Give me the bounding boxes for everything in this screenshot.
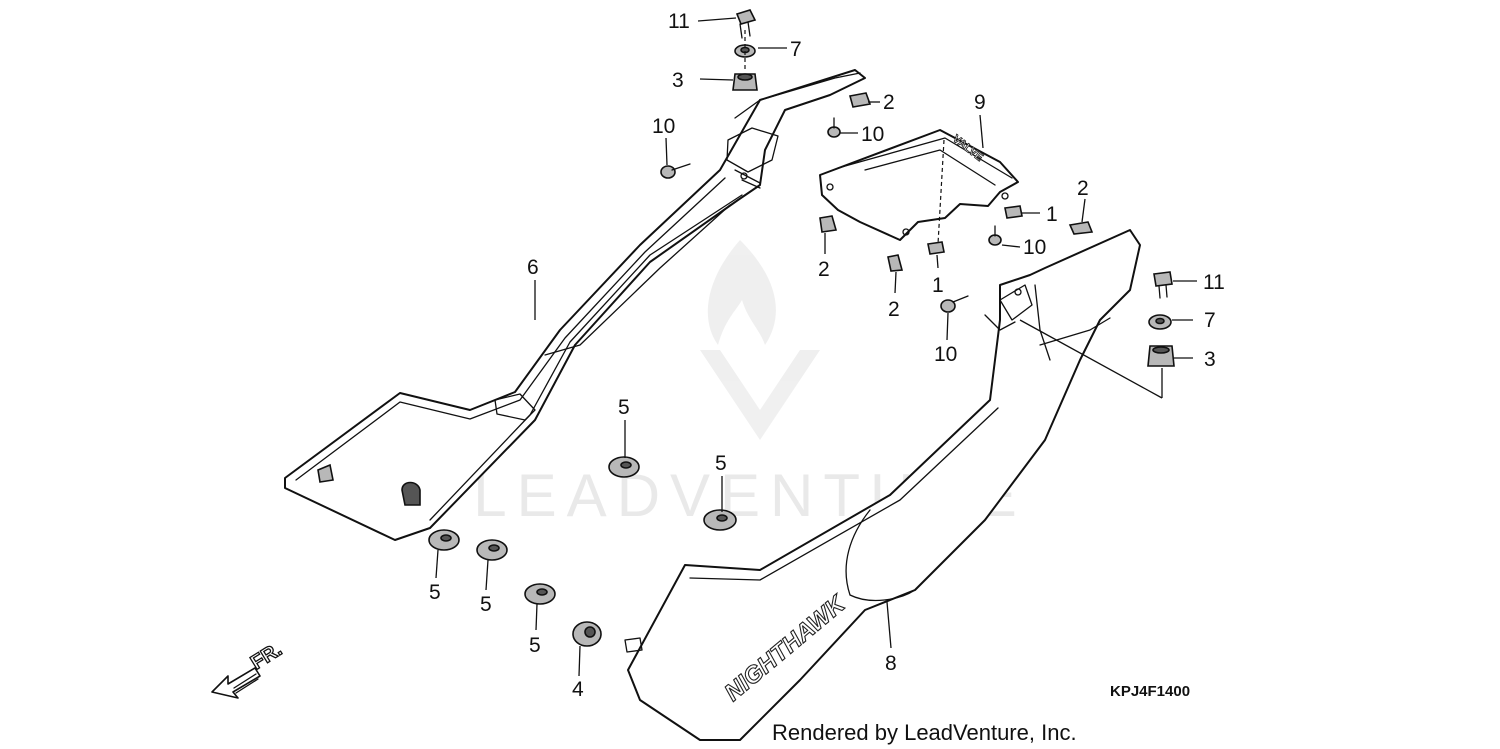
part-5-grommet-c — [428, 529, 460, 551]
callout-7-right: 7 — [1204, 309, 1216, 332]
part-10-screw-c — [988, 225, 1002, 246]
leader-lines — [435, 17, 1197, 677]
callout-3-top: 3 — [672, 69, 684, 92]
alignment-line-a — [937, 139, 945, 245]
callout-1-a: 1 — [1046, 203, 1058, 226]
part-2-clip-a — [848, 92, 872, 108]
callout-2-a: 2 — [883, 91, 895, 114]
callout-3-right: 3 — [1204, 348, 1216, 371]
part-5-grommet-d — [476, 539, 508, 561]
part-10-screw-d — [940, 295, 969, 313]
part-2-clip-b — [819, 215, 838, 233]
part-1-nut-b — [927, 241, 945, 255]
callout-9: 9 — [974, 91, 986, 114]
part-9-cover-plate: VALVE — [819, 129, 1019, 241]
callout-11-top: 11 — [668, 10, 690, 33]
callout-1-b: 1 — [932, 274, 944, 297]
part-5-grommet-b — [703, 509, 737, 531]
callout-2-d: 2 — [1077, 177, 1089, 200]
callout-5-b: 5 — [715, 452, 727, 475]
leadventure-watermark-logo — [700, 240, 820, 440]
callout-10-d: 10 — [934, 343, 957, 366]
part-10-screw-b — [827, 117, 841, 138]
part-1-nut-a — [1004, 205, 1023, 219]
callout-4: 4 — [572, 678, 584, 701]
callout-2-b: 2 — [818, 258, 830, 281]
part-10-screw-a — [660, 163, 691, 179]
callout-10-b: 10 — [861, 123, 884, 146]
front-direction-arrow: FR. — [211, 638, 287, 699]
callout-5-c: 5 — [429, 581, 441, 604]
callout-8: 8 — [885, 652, 897, 675]
callout-5-e: 5 — [529, 634, 541, 657]
part-5-grommet-e — [524, 583, 556, 605]
callout-10-a: 10 — [652, 115, 675, 138]
callout-labels: 11 7 3 2 10 10 9 2 1 2 10 1 2 2 6 11 7 3… — [429, 10, 1225, 701]
part-2-clip-d — [1068, 221, 1094, 235]
diagram-code: KPJ4F1400 — [1110, 683, 1190, 700]
part-5-grommet-a — [608, 456, 640, 478]
part-7-washer-right — [1148, 314, 1172, 330]
callout-6: 6 — [527, 256, 539, 279]
part-3-rubber-mount-right — [1147, 345, 1175, 367]
callout-10-c: 10 — [1023, 236, 1046, 259]
part-11-bolt-right — [1153, 271, 1173, 299]
callout-5-d: 5 — [480, 593, 492, 616]
part-2-clip-c — [887, 254, 904, 272]
callout-5-a: 5 — [618, 396, 630, 419]
callout-7-top: 7 — [790, 38, 802, 61]
part-11-bolt-top — [735, 9, 757, 39]
callout-2-c: 2 — [888, 298, 900, 321]
part-4-grommet — [572, 621, 602, 647]
part-3-rubber-mount-top — [732, 73, 758, 91]
rendered-by-footer: Rendered by LeadVenture, Inc. — [772, 720, 1077, 745]
callout-11-right: 11 — [1203, 271, 1225, 294]
part-6-side-rail — [284, 69, 866, 541]
